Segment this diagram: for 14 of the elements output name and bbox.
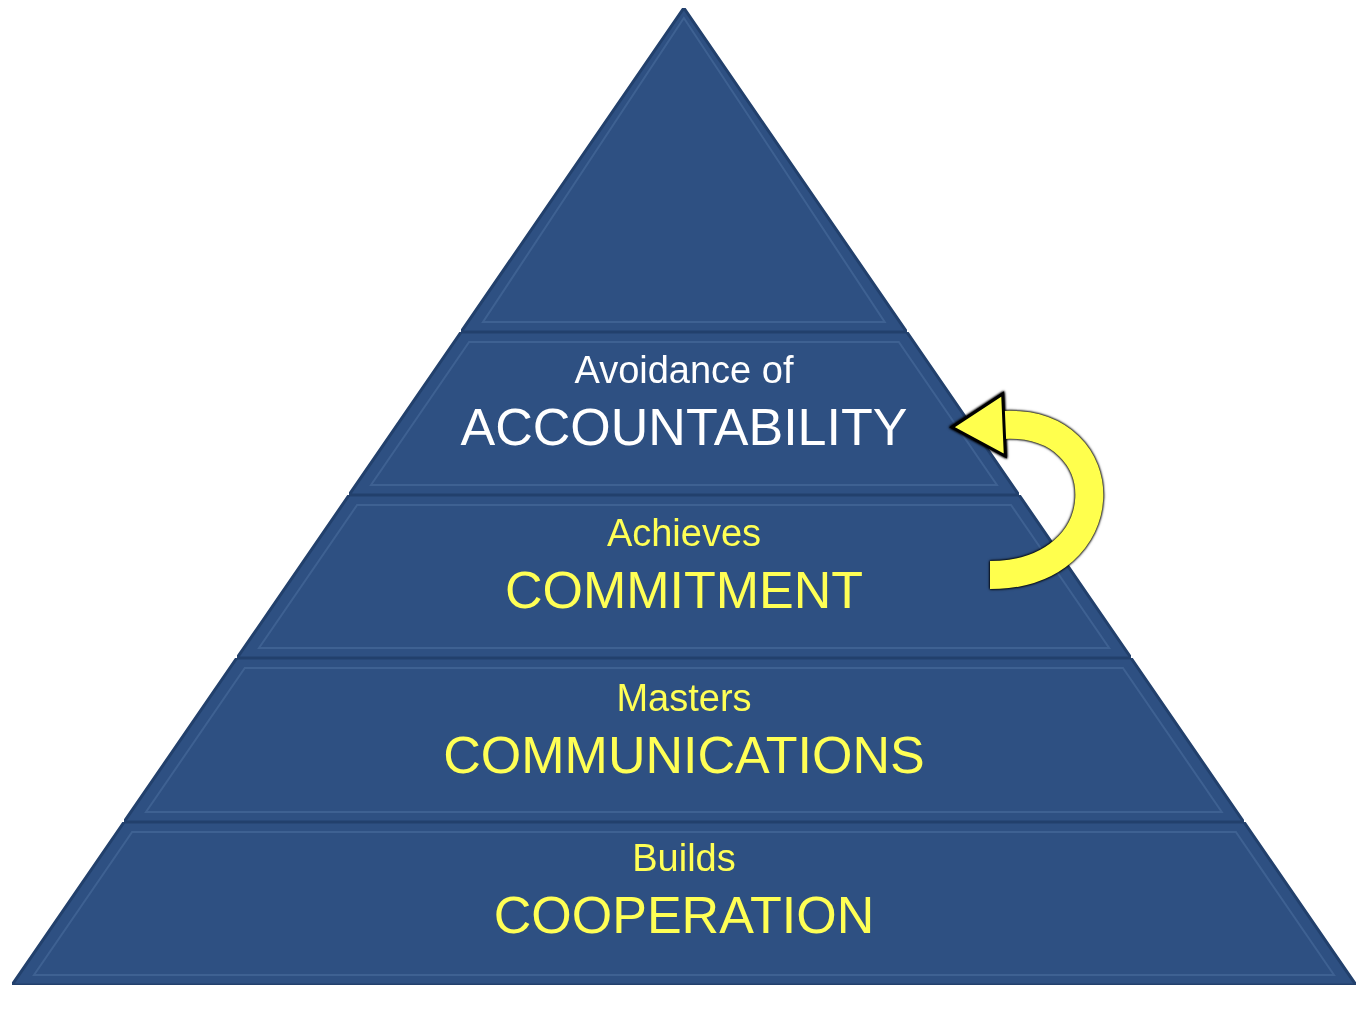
tier-title: COMMITMENT — [504, 560, 864, 621]
tier-subtitle: Avoidance of — [574, 348, 794, 393]
pyramid-tier — [236, 495, 1132, 658]
tier-title: ACCOUNTABILITY — [460, 397, 908, 458]
tier-title: COMMUNICATIONS — [443, 725, 925, 786]
curved-arrow — [950, 392, 1104, 589]
pyramid-tier — [124, 658, 1244, 822]
pyramid-tier — [12, 822, 1356, 985]
tier-subtitle: Achieves — [606, 511, 762, 556]
tier-title: COOPERATION — [493, 885, 875, 946]
pyramid-tier — [349, 332, 1019, 495]
tier-subtitle: Builds — [632, 836, 736, 881]
tier-subtitle: Masters — [616, 676, 752, 721]
pyramid-apex — [461, 8, 907, 332]
